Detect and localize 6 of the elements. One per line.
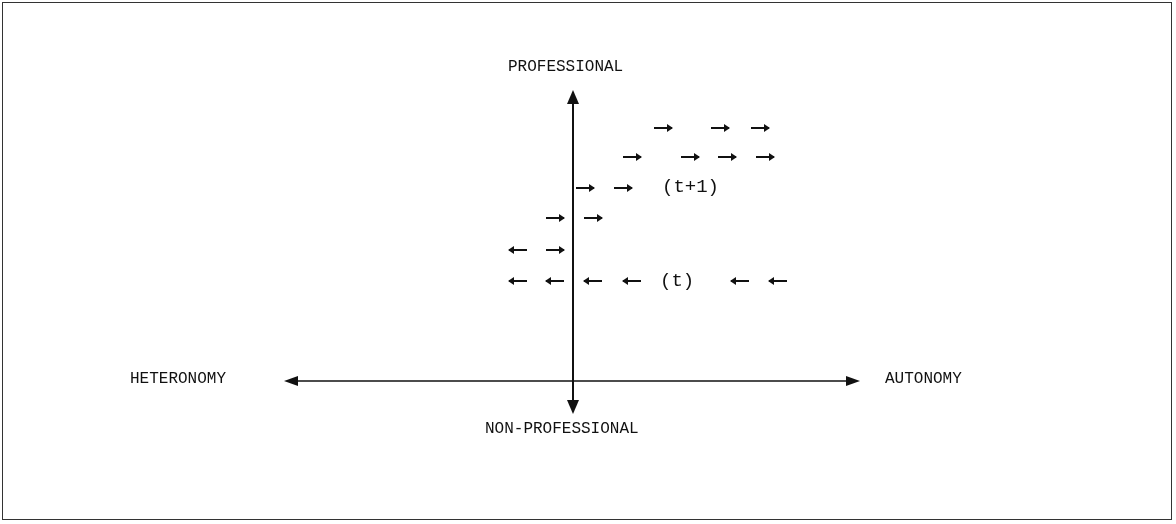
axis-label: AUTONOMY: [885, 370, 962, 388]
axis-label: PROFESSIONAL: [508, 58, 624, 76]
axis-label: HETERONOMY: [130, 370, 226, 388]
axis-label: NON-PROFESSIONAL: [485, 420, 639, 438]
time-label: (t): [660, 270, 695, 292]
time-label: (t+1): [662, 176, 719, 198]
